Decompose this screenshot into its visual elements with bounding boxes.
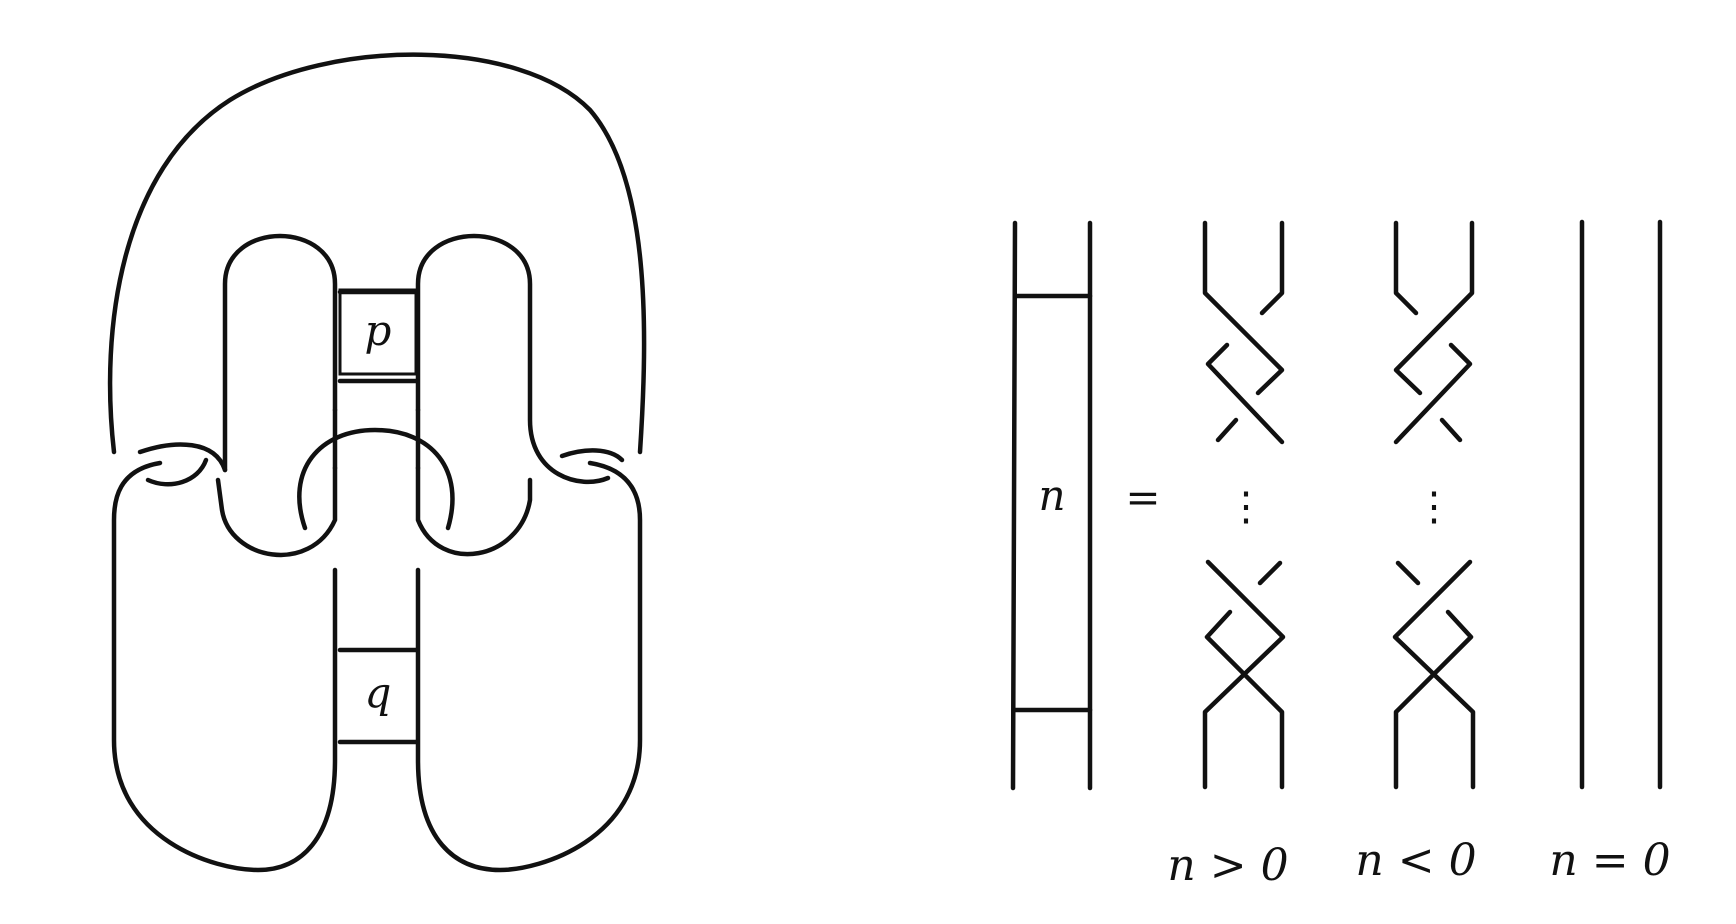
outer-arc bbox=[107, 52, 647, 455]
n-box-left-strand bbox=[1010, 220, 1018, 791]
braid-positive: ⋮ bbox=[1202, 220, 1286, 790]
box-q-label: q bbox=[365, 668, 392, 717]
braid-neg-cross1 bbox=[1393, 342, 1473, 445]
braid-pos-top-left bbox=[1202, 220, 1285, 396]
braid-neg-top-right bbox=[1393, 220, 1475, 396]
braid-neg-cross1b bbox=[1439, 417, 1463, 443]
braid-neg-cross2b bbox=[1395, 560, 1421, 586]
braid-pos-cross2c bbox=[1204, 609, 1285, 790]
caption-n-negative: n < 0 bbox=[1355, 835, 1476, 886]
central-loop bbox=[297, 427, 455, 531]
left-clasp-arc bbox=[137, 442, 228, 473]
lower-right-lobe bbox=[415, 460, 643, 873]
equals-sign: = bbox=[1125, 473, 1160, 522]
caption-n-zero: n = 0 bbox=[1549, 835, 1670, 886]
upper-left-lobe bbox=[222, 233, 338, 473]
knot-diagram: p q bbox=[107, 52, 647, 873]
braid-pos-dots: ⋮ bbox=[1226, 484, 1266, 530]
caption-n-positive: n > 0 bbox=[1167, 840, 1288, 891]
braid-pos-cross2b bbox=[1257, 560, 1283, 586]
braid-neg-top-left bbox=[1393, 220, 1419, 316]
lower-right-bend bbox=[415, 465, 533, 557]
twist-legend: n = ⋮ ⋮ n > 0 n < bbox=[1010, 219, 1671, 891]
braid-neg-cross2c bbox=[1393, 609, 1474, 790]
box-p-label: p bbox=[365, 306, 392, 355]
braid-neg-dots: ⋮ bbox=[1414, 484, 1454, 530]
left-clasp-hook bbox=[145, 457, 209, 487]
n-box-label: n bbox=[1038, 471, 1065, 520]
lower-left-lobe bbox=[111, 460, 338, 873]
braid-pos-cross1b bbox=[1215, 417, 1239, 443]
upper-right-lobe bbox=[415, 233, 611, 484]
braid-pos-top-right bbox=[1259, 220, 1285, 316]
braid-negative: ⋮ bbox=[1392, 220, 1476, 790]
braid-pos-cross1 bbox=[1205, 342, 1285, 445]
lower-left-bend bbox=[215, 465, 338, 558]
right-clasp-arc bbox=[559, 448, 625, 463]
